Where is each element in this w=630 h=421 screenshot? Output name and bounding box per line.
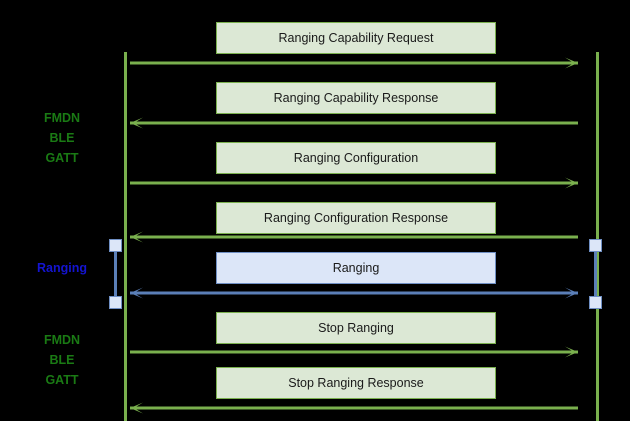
message-arrow-1 — [130, 117, 578, 129]
left-activation-end — [109, 296, 122, 309]
message-arrow-0 — [130, 57, 578, 69]
phase-label-fmdn-ble-gatt-top: FMDN BLE GATT — [43, 111, 81, 165]
right-activation-start — [589, 239, 602, 252]
message-box-2: Ranging Configuration — [216, 142, 496, 174]
message-arrow-2 — [130, 177, 578, 189]
message-box-5: Stop Ranging — [216, 312, 496, 344]
left-activation-bar — [114, 252, 117, 296]
message-arrow-4 — [130, 287, 578, 299]
message-box-6: Stop Ranging Response — [216, 367, 496, 399]
message-arrow-5 — [130, 346, 578, 358]
message-box-0: Ranging Capability Request — [216, 22, 496, 54]
left-activation-start — [109, 239, 122, 252]
right-activation-end — [589, 296, 602, 309]
message-box-3: Ranging Configuration Response — [216, 202, 496, 234]
right-lifeline — [596, 52, 599, 421]
message-arrow-3 — [130, 231, 578, 243]
message-box-4: Ranging — [216, 252, 496, 284]
phase-label-ranging: Ranging — [37, 261, 87, 275]
left-lifeline — [124, 52, 127, 421]
phase-label-fmdn-ble-gatt-bottom: FMDN BLE GATT — [43, 333, 81, 387]
message-box-1: Ranging Capability Response — [216, 82, 496, 114]
message-arrow-6 — [130, 402, 578, 414]
right-activation-bar — [594, 252, 597, 296]
